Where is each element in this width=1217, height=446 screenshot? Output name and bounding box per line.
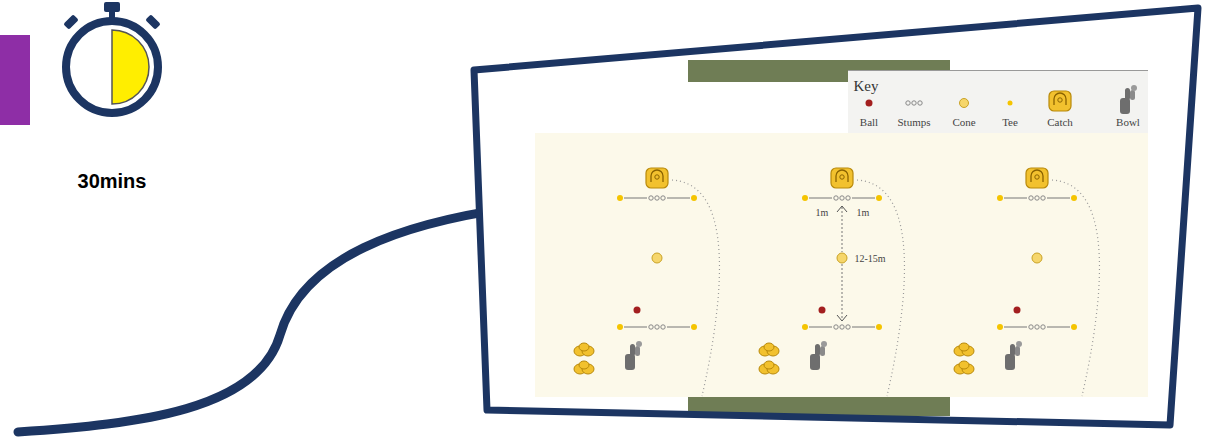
dimension-label: 1m <box>816 208 829 218</box>
legend-label: Catch <box>1047 117 1073 128</box>
screenshot-frame <box>474 8 1198 425</box>
key-title: Key <box>854 79 879 94</box>
key-border <box>848 70 1148 71</box>
legend-swatch <box>866 100 873 107</box>
stopwatch-icon <box>63 2 161 113</box>
dimension-label: 1m <box>857 208 870 218</box>
pointer-arrow <box>18 206 525 432</box>
legend-label: Ball <box>860 117 878 128</box>
dimension-label: 12-15m <box>854 254 885 264</box>
legend-label: Cone <box>952 117 975 128</box>
dimension-line <box>842 264 843 320</box>
screenshot <box>470 5 1205 430</box>
stopwatch-button <box>63 14 79 30</box>
drill-layout <box>759 168 904 396</box>
catch-symbol <box>1049 91 1071 111</box>
stopwatch-button <box>145 14 161 30</box>
drill-field <box>535 133 1148 397</box>
stopwatch-half-fill <box>112 30 149 104</box>
bowl-symbol <box>1120 85 1137 114</box>
legend-label: Tee <box>1002 117 1018 128</box>
dimension-line <box>842 207 843 252</box>
screenshot-background <box>470 5 1205 430</box>
legend-label: Bowl <box>1116 117 1140 128</box>
drill-layout <box>954 168 1099 396</box>
key-panel <box>848 70 1148 133</box>
duration-label: 30mins <box>78 171 147 191</box>
stopwatch-face <box>66 21 158 113</box>
side-bar <box>0 35 30 125</box>
cone-symbol <box>960 99 969 108</box>
stumps-symbol <box>906 101 922 105</box>
drill-layout <box>574 168 719 396</box>
dimension-arrowhead <box>837 315 847 321</box>
legend-swatch <box>1008 101 1013 106</box>
dimension-arrowhead <box>837 206 847 212</box>
legend-label: Stumps <box>897 117 930 128</box>
